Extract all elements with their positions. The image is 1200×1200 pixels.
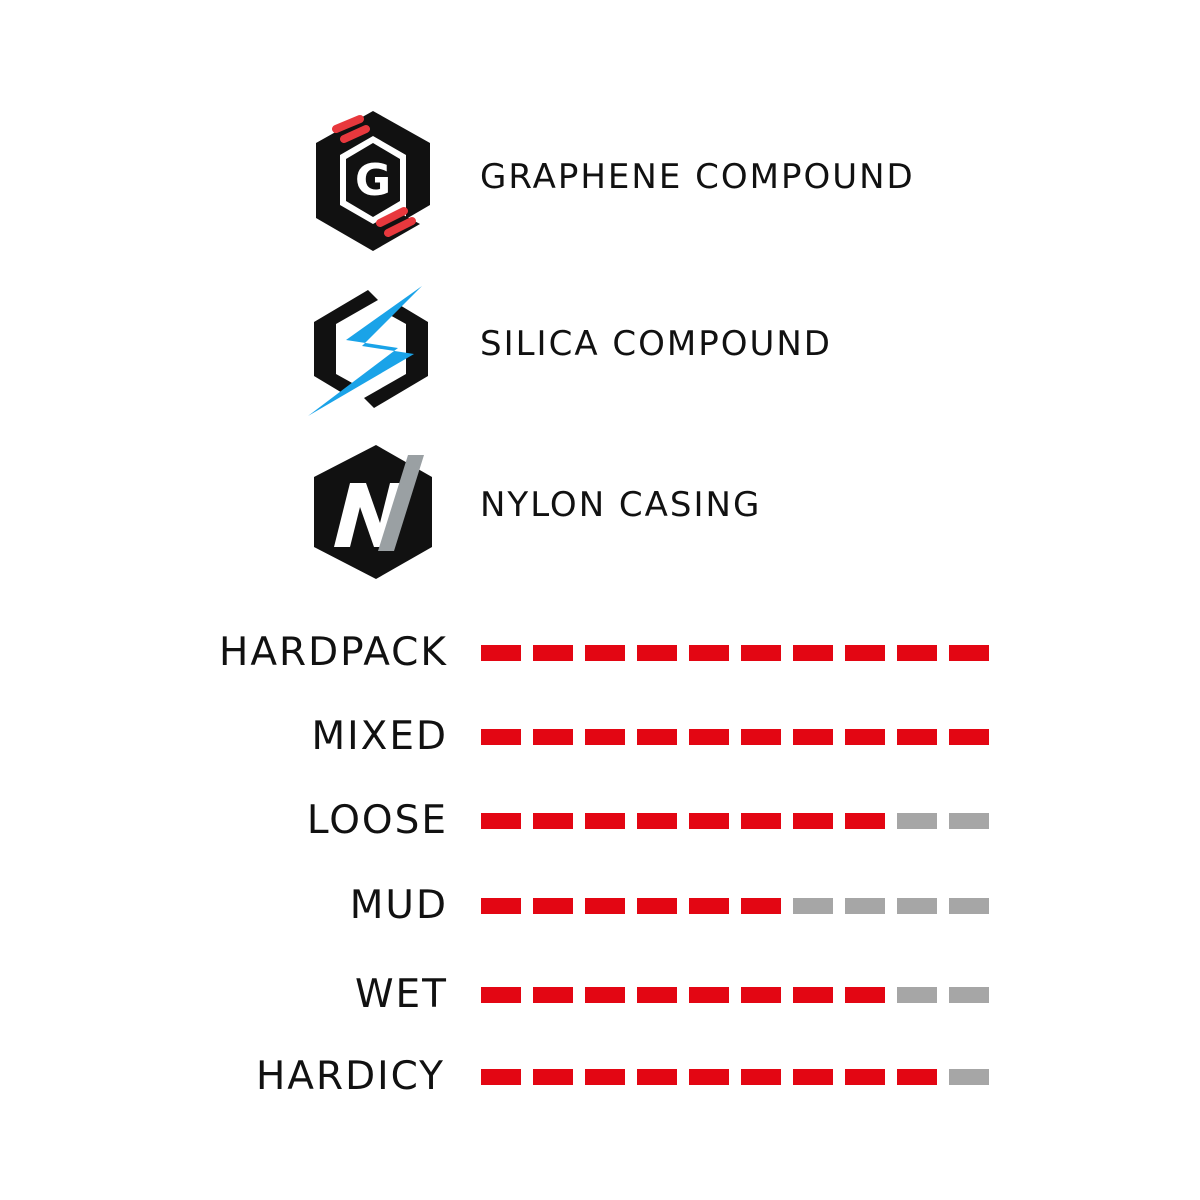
terrain-label: MUD	[349, 883, 448, 928]
rating-segment-filled	[689, 1069, 729, 1085]
terrain-label: HARDICY	[255, 1054, 445, 1099]
terrain-label: WET	[354, 972, 448, 1017]
rating-segment-filled	[637, 813, 677, 829]
rating-segment-filled	[793, 1069, 833, 1085]
rating-segment-filled	[793, 987, 833, 1003]
rating-segment-filled	[637, 1069, 677, 1085]
graphene-icon: G	[316, 111, 430, 251]
rating-segment-filled	[689, 898, 729, 914]
feature-label-silica: SILICA COMPOUND	[480, 324, 832, 364]
rating-segment-filled	[481, 987, 521, 1003]
rating-segment-filled	[949, 729, 989, 745]
rating-segment-filled	[481, 1069, 521, 1085]
rating-segment-filled	[845, 987, 885, 1003]
rating-segment-empty	[949, 987, 989, 1003]
rating-segment-filled	[637, 729, 677, 745]
rating-segment-filled	[533, 898, 573, 914]
rating-segment-filled	[689, 987, 729, 1003]
rating-segment-filled	[637, 645, 677, 661]
rating-segment-filled	[585, 987, 625, 1003]
rating-segment-empty	[897, 898, 937, 914]
rating-segment-empty	[897, 813, 937, 829]
rating-row-wet: WET	[0, 975, 1200, 1015]
rating-segment-filled	[533, 645, 573, 661]
rating-bar	[481, 987, 993, 1003]
rating-segment-empty	[897, 987, 937, 1003]
rating-segment-filled	[585, 898, 625, 914]
rating-segment-filled	[741, 1069, 781, 1085]
rating-segment-filled	[741, 898, 781, 914]
rating-segment-filled	[793, 729, 833, 745]
rating-segment-filled	[741, 813, 781, 829]
rating-bar	[481, 1069, 993, 1085]
rating-row-hardicy: HARDICY	[0, 1057, 1200, 1097]
rating-segment-filled	[689, 729, 729, 745]
rating-segment-filled	[481, 645, 521, 661]
rating-segment-filled	[637, 987, 677, 1003]
graphene-letter: G	[355, 155, 391, 206]
feature-nylon: NYLON CASING	[0, 443, 1200, 583]
feature-silica: SILICA COMPOUND	[0, 278, 1200, 420]
rating-segment-empty	[949, 898, 989, 914]
rating-row-loose: LOOSE	[0, 801, 1200, 841]
rating-segment-filled	[793, 645, 833, 661]
rating-segment-filled	[793, 813, 833, 829]
rating-segment-filled	[897, 729, 937, 745]
rating-segment-filled	[585, 645, 625, 661]
rating-segment-filled	[689, 645, 729, 661]
feature-graphene: G GRAPHENE COMPOUND	[0, 105, 1200, 255]
rating-segment-empty	[949, 1069, 989, 1085]
feature-label-nylon: NYLON CASING	[480, 485, 762, 525]
rating-segment-filled	[845, 645, 885, 661]
rating-segment-filled	[897, 645, 937, 661]
rating-segment-filled	[533, 729, 573, 745]
rating-segment-filled	[585, 1069, 625, 1085]
rating-segment-filled	[949, 645, 989, 661]
feature-label-graphene: GRAPHENE COMPOUND	[480, 157, 915, 197]
rating-segment-filled	[481, 898, 521, 914]
silica-lightning-icon	[308, 286, 428, 416]
rating-segment-filled	[741, 645, 781, 661]
nylon-n-icon	[314, 445, 432, 579]
rating-segment-empty	[845, 898, 885, 914]
rating-segment-empty	[949, 813, 989, 829]
rating-segment-filled	[689, 813, 729, 829]
rating-segment-filled	[845, 813, 885, 829]
terrain-label: MIXED	[311, 714, 448, 759]
rating-segment-filled	[845, 1069, 885, 1085]
rating-bar	[481, 729, 993, 745]
rating-segment-filled	[481, 813, 521, 829]
rating-segment-filled	[585, 729, 625, 745]
terrain-label: HARDPACK	[219, 630, 448, 675]
rating-segment-filled	[637, 898, 677, 914]
rating-segment-filled	[533, 813, 573, 829]
rating-segment-filled	[845, 729, 885, 745]
rating-segment-filled	[897, 1069, 937, 1085]
rating-segment-filled	[741, 729, 781, 745]
rating-row-mud: MUD	[0, 886, 1200, 926]
rating-segment-filled	[533, 987, 573, 1003]
rating-segment-empty	[793, 898, 833, 914]
rating-segment-filled	[585, 813, 625, 829]
rating-row-mixed: MIXED	[0, 717, 1200, 757]
rating-segment-filled	[533, 1069, 573, 1085]
rating-bar	[481, 813, 993, 829]
rating-bar	[481, 898, 993, 914]
rating-segment-filled	[741, 987, 781, 1003]
rating-row-hardpack: HARDPACK	[0, 633, 1200, 673]
rating-segment-filled	[481, 729, 521, 745]
terrain-label: LOOSE	[306, 798, 448, 843]
rating-bar	[481, 645, 993, 661]
